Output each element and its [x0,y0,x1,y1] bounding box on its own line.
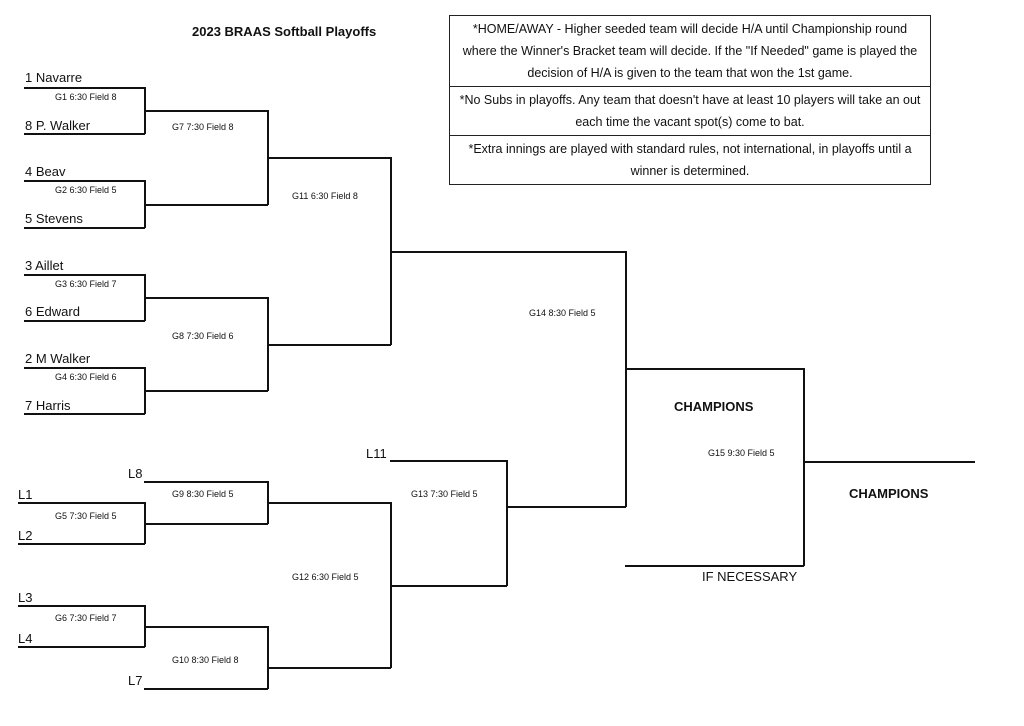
bracket-line [18,543,145,545]
game-label-g1: G1 6:30 Field 8 [55,92,117,102]
note-extra-innings: *Extra innings are played with standard … [468,142,912,178]
bracket-line [144,626,268,628]
game-label-g15: G15 9:30 Field 5 [708,448,775,458]
bracket-line [24,367,145,369]
bracket-line [24,133,145,135]
champions-label-final: CHAMPIONS [849,486,929,501]
bracket-line [390,251,626,253]
loser-slot-l4: L4 [18,631,33,646]
game-label-g4: G4 6:30 Field 6 [55,372,117,382]
bracket-line [18,605,145,607]
bracket-line [267,344,391,346]
loser-slot-l3: L3 [18,590,33,605]
bracket-line [625,565,804,567]
note-no-subs: *No Subs in playoffs. Any team that does… [450,87,930,136]
rules-notes-box: *HOME/AWAY - Higher seeded team will dec… [449,15,931,185]
bracket-line [24,274,145,276]
bracket-line [24,180,145,182]
team-seed-3: 3 Aillet [25,258,64,273]
note-home-away: *HOME/AWAY - Higher seeded team will dec… [450,16,930,87]
bracket-line [267,502,391,504]
bracket-line [390,460,507,462]
bracket-line [267,157,391,159]
bracket-line [506,460,508,586]
team-seed-1: 1 Navarre [25,70,83,85]
bracket-line [24,413,145,415]
game-label-g9: G9 8:30 Field 5 [172,489,234,499]
bracket-line [803,461,975,463]
bracket-line [144,481,268,483]
bracket-line [506,506,626,508]
team-seed-7: 7 Harris [25,398,71,413]
team-seed-8: 8 P. Walker [25,118,91,133]
game-label-g14: G14 8:30 Field 5 [529,308,596,318]
game-label-g12: G12 6:30 Field 5 [292,572,359,582]
bracket-line [144,204,268,206]
bracket-line [18,646,145,648]
loser-slot-l11: L11 [366,446,387,461]
game-label-g11: G11 6:30 Field 8 [292,191,358,201]
game-label-g3: G3 6:30 Field 7 [55,279,117,289]
if-necessary-label: IF NECESSARY [702,569,798,584]
game-label-g10: G10 8:30 Field 8 [172,655,239,665]
team-seed-5: 5 Stevens [25,211,83,226]
bracket-line [144,110,268,112]
bracket-line [144,523,268,525]
bracket-line [625,368,804,370]
loser-slot-l1: L1 [18,487,33,502]
loser-slot-l2: L2 [18,528,33,543]
bracket-line [24,227,145,229]
game-label-g7: G7 7:30 Field 8 [172,122,234,132]
page-title: 2023 BRAAS Softball Playoffs [192,24,377,39]
bracket-line [625,251,627,507]
game-label-g6: G6 7:30 Field 7 [55,613,117,623]
bracket-line [24,87,145,89]
bracket-line [144,688,268,690]
team-seed-6: 6 Edward [25,304,80,319]
game-label-g2: G2 6:30 Field 5 [55,185,117,195]
loser-slot-l8: L8 [128,466,143,481]
bracket-line [803,368,805,566]
team-seed-4: 4 Beav [25,164,66,179]
bracket-line [267,626,269,689]
bracket-line [144,297,268,299]
bracket-line [390,585,507,587]
bracket-line [144,390,268,392]
champions-label-upper: CHAMPIONS [674,399,754,414]
game-label-g13: G13 7:30 Field 5 [411,489,478,499]
loser-slot-l7: L7 [128,673,143,688]
game-label-g8: G8 7:30 Field 6 [172,331,234,341]
bracket-line [24,320,145,322]
bracket-line [267,667,391,669]
team-seed-2: 2 M Walker [25,351,91,366]
bracket-line [18,502,145,504]
game-label-g5: G5 7:30 Field 5 [55,511,117,521]
